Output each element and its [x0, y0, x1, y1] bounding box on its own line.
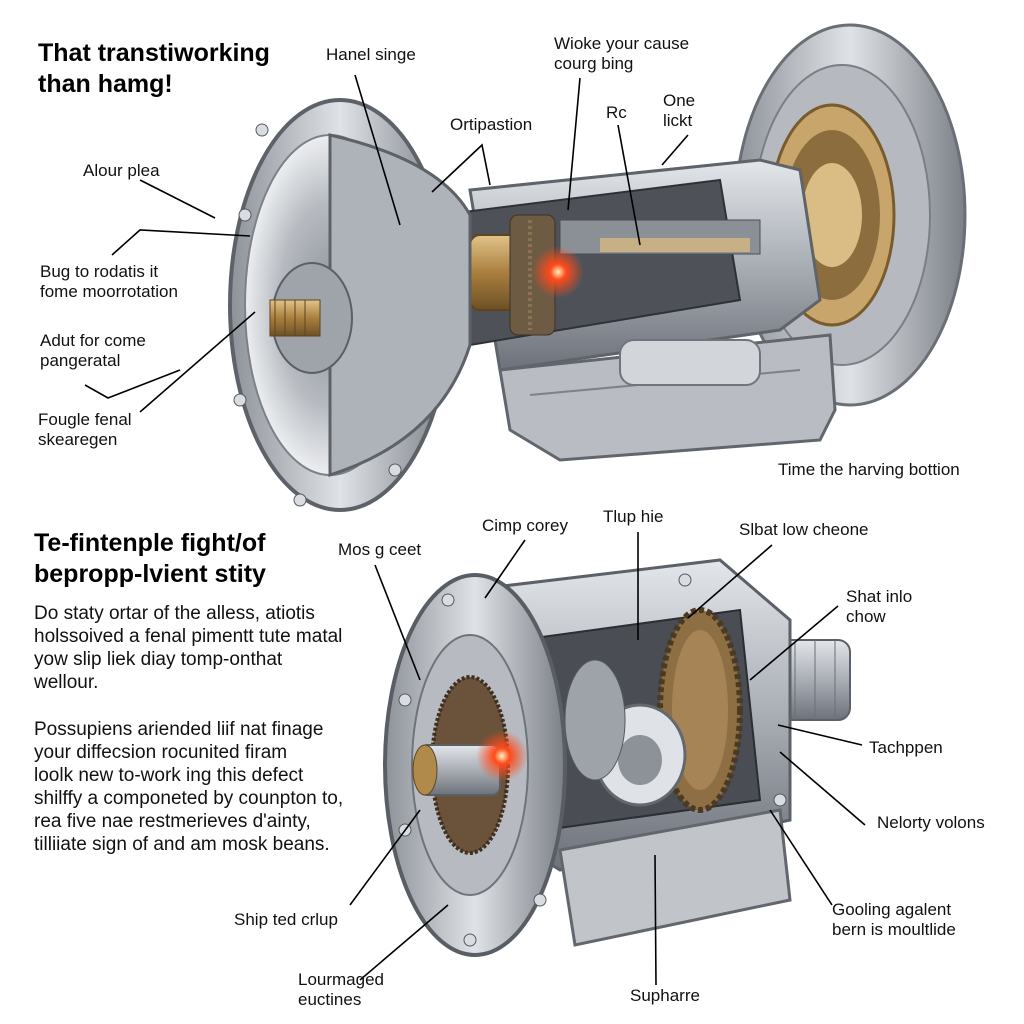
- paragraph-2-line: shilffy a componeted by counpton to,: [34, 788, 344, 809]
- label-cimp-corey: Cimp corey: [482, 516, 568, 535]
- paragraph-1-line: yow slip liek diay tomp-onthat: [34, 649, 283, 670]
- label-fougle-fenal-line-2: skearegen: [38, 430, 118, 449]
- label-nelorty-volons: Nelorty volons: [877, 813, 985, 832]
- label-adut-for-come-line-2: pangeratal: [40, 351, 121, 370]
- mid-heading-line-1: Te-fintenple fight/of: [34, 529, 266, 557]
- label-gooling-agalent-line-1: Gooling agalent: [832, 900, 952, 919]
- label-shat-inlo-line-1: Shat inlo: [846, 587, 913, 606]
- label-gooling-agalent: Gooling agalent bern is moultlide: [832, 900, 956, 940]
- paragraph-2-line: your diffecsion rocunited firam: [34, 742, 288, 763]
- label-lourmaged: Lourmaged euctines: [298, 970, 384, 1010]
- paragraph-2: Possupiens ariended liif nat finage your…: [34, 718, 343, 856]
- paragraph-2-line: Possupiens ariended liif nat finage: [34, 719, 324, 740]
- paragraph-1-line: holssoived a fenal pimentt tute matal: [34, 626, 343, 647]
- paragraph-1-line: wellour.: [34, 672, 99, 693]
- paragraph-1: Do staty ortar of the alless, atiotis ho…: [34, 602, 342, 694]
- label-ortipastion: Ortipastion: [450, 115, 533, 134]
- mid-heading: Te-fintenple fight/of bepropp-lvient sti…: [34, 528, 266, 590]
- paragraph-2-line: rea five nae restmerieves d'ainty,: [34, 811, 311, 832]
- label-mos-g-ceet: Mos g ceet: [338, 540, 422, 559]
- label-adut-for-come: Adut for come pangeratal: [40, 331, 146, 371]
- label-one-lickt-line-1: One: [663, 91, 696, 110]
- paragraph-1-line: Do staty ortar of the alless, atiotis: [34, 603, 315, 624]
- label-lourmaged-line-1: Lourmaged: [298, 970, 385, 989]
- top-heading: That transtiworking than hamg!: [38, 38, 270, 100]
- label-wioke-line-2: courg bing: [554, 54, 634, 73]
- top-heading-line-1: That transtiworking: [38, 39, 270, 67]
- label-bug-to-rodatis-line-2: fome moorrotation: [40, 282, 178, 301]
- label-gooling-agalent-line-2: bern is moultlide: [832, 920, 956, 939]
- label-hanel-singe: Hanel singe: [326, 45, 416, 64]
- label-slbat-low: Slbat low cheone: [739, 520, 869, 539]
- label-time-harving: Time the harving bottion: [778, 460, 960, 479]
- label-tachppen: Tachppen: [869, 738, 943, 757]
- label-rc: Rc: [606, 103, 627, 122]
- label-fougle-fenal: Fougle fenal skearegen: [38, 410, 132, 450]
- mid-heading-line-2: bepropp-lvient stity: [34, 560, 266, 588]
- label-wioke-line-1: Wioke your cause: [554, 34, 690, 53]
- label-bug-to-rodatis-line-1: Bug to rodatis it: [40, 262, 159, 281]
- leader-lines: [84, 74, 866, 986]
- label-fougle-fenal-line-1: Fougle fenal: [38, 410, 132, 429]
- label-shat-inlo-line-2: chow: [846, 607, 886, 626]
- bottom-transmission: [383, 558, 851, 957]
- label-supharre: Supharre: [630, 986, 700, 1005]
- top-transmission: [228, 23, 967, 512]
- paragraph-2-line: tilliiate sign of and am mosk beans.: [34, 834, 330, 855]
- label-tlup-hie: Tlup hie: [603, 507, 664, 526]
- paragraph-2-line: loolk new to-work ing this defect: [34, 765, 304, 786]
- label-alour-plea: Alour plea: [83, 161, 160, 180]
- label-adut-for-come-line-1: Adut for come: [40, 331, 146, 350]
- label-ship-ted-crlup: Ship ted crlup: [234, 910, 338, 929]
- top-heading-line-2: than hamg!: [38, 70, 173, 98]
- label-one-lickt: One lickt: [663, 91, 695, 131]
- label-shat-inlo: Shat inlo chow: [846, 587, 912, 627]
- label-one-lickt-line-2: lickt: [663, 111, 693, 130]
- label-bug-to-rodatis: Bug to rodatis it fome moorrotation: [40, 262, 178, 302]
- label-wioke: Wioke your cause courg bing: [554, 34, 689, 74]
- label-lourmaged-line-2: euctines: [298, 990, 362, 1009]
